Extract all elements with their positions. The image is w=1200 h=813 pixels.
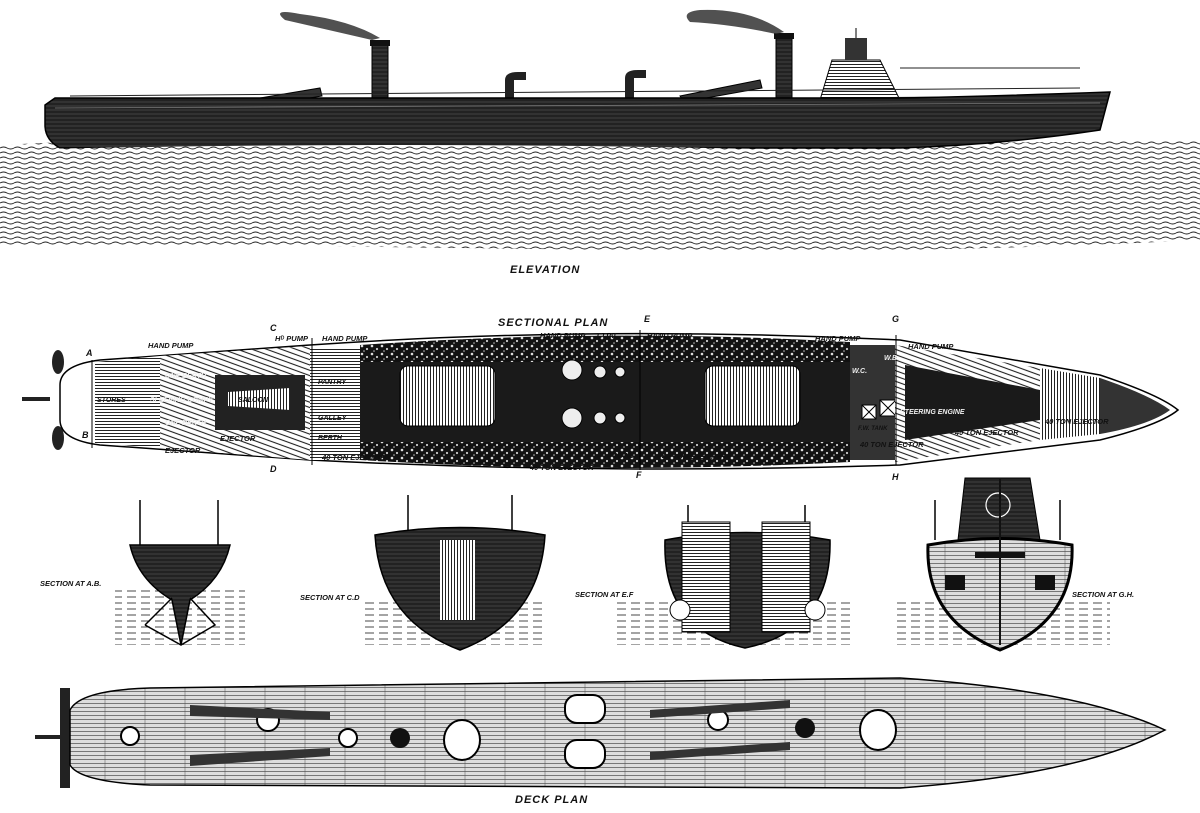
label-hand-pump: HAND PUMP <box>540 331 586 340</box>
fore-boiler <box>704 365 801 427</box>
elevation-caption: ELEVATION <box>510 264 580 276</box>
propellers <box>22 350 64 450</box>
label-fw-tank: F.W. TANK <box>858 426 888 432</box>
label-wb: W.B. <box>884 355 899 362</box>
label-one-berth: ONE BERTH <box>165 420 207 427</box>
label-40-ton-ejector: 40 TON EJECTOR <box>859 440 924 449</box>
fore-smoke <box>686 9 784 34</box>
cross-sections: SECTION AT A.B. SECTION AT C.D SECTION A… <box>40 477 1134 652</box>
deck-hull <box>69 677 1167 789</box>
aft-smoke <box>280 12 380 40</box>
letter-d: D <box>270 464 277 474</box>
label-40-ton-ejector: 40 TON EJECTOR <box>954 428 1019 437</box>
label-pantry: PANTRY <box>318 379 347 386</box>
fore-gun-deck <box>650 700 790 760</box>
section-ab: SECTION AT A.B. <box>40 500 245 646</box>
saloon <box>228 388 290 410</box>
letter-c: C <box>270 323 277 333</box>
rudder <box>60 688 70 788</box>
fore-funnel <box>775 35 793 105</box>
section-markers <box>91 330 897 470</box>
sea <box>0 135 1200 252</box>
hull <box>44 91 1111 149</box>
sectional-plan-view: SECTIONAL PLAN A B <box>22 314 1180 482</box>
label-hand-pump: HAND PUMP <box>148 341 194 350</box>
label-section-cd: SECTION AT C.D <box>300 593 360 602</box>
deck-plan-view: DECK PLAN <box>35 677 1167 806</box>
label-section-ab: SECTION AT A.B. <box>40 579 101 588</box>
label-hand-pump: HAND PUMP <box>322 334 368 343</box>
label-stores: STORES <box>97 397 126 404</box>
engines <box>561 359 626 429</box>
conning-tower <box>819 59 901 101</box>
label-h-pump: Hᴰ PUMP <box>275 334 309 343</box>
label-one-berth: ONE BERTH <box>165 373 207 380</box>
sectional-plan-caption: SECTIONAL PLAN <box>498 317 608 329</box>
ventilator <box>625 70 646 104</box>
label-galley: GALLEY <box>318 415 348 422</box>
label-ejector: EJECTOR <box>220 434 256 443</box>
letter-h: H <box>892 472 899 482</box>
letter-b: B <box>82 430 89 440</box>
label-hand-pump: HAND PUMP <box>908 342 954 351</box>
section-cd: SECTION AT C.D <box>300 495 546 651</box>
label-section-ef: SECTION AT E.F <box>575 590 634 599</box>
elevation-view: ELEVATION <box>0 9 1200 276</box>
label-section-gh: SECTION AT G.H. <box>1072 590 1134 599</box>
label-coal: COAL <box>612 451 634 460</box>
sea-foreground <box>0 145 1200 163</box>
label-sleeping-compy: SLEEPING COMPY <box>150 397 214 404</box>
letter-e: E <box>644 314 651 324</box>
label-40-ton-ejector: 40 TON EJECTOR <box>529 463 594 472</box>
section-ef: SECTION AT E.F <box>575 505 850 649</box>
label-coal: COAL <box>597 331 619 340</box>
label-hand-pump: HAND PUMP <box>815 334 861 343</box>
letter-a: A <box>85 348 93 358</box>
label-berth: BERTH <box>318 435 343 442</box>
letter-f: F <box>636 470 642 480</box>
label-40-ton-ejector: 40 TON EJECTOR <box>1044 417 1109 426</box>
aft-gun-deck <box>190 705 330 766</box>
label-hand-pump: HAND PUMP <box>647 331 693 340</box>
label-saloon: SALOON <box>238 397 269 404</box>
aft-boiler <box>399 365 496 427</box>
label-steering-engine: STEERING ENGINE <box>900 409 965 416</box>
deck-plan-caption: DECK PLAN <box>515 794 588 806</box>
label-wc: W.C. <box>852 368 867 375</box>
label-40-ton-ejector: 40 TON EJECTOR <box>321 453 386 462</box>
section-gh: SECTION AT G.H. <box>895 477 1134 652</box>
steering-wheel-icon <box>985 492 1011 518</box>
letter-g: G <box>892 314 899 324</box>
label-ejector: EJECTOR <box>165 446 201 455</box>
label-40-ton-ejector: 40 TON EJECTOR <box>661 452 726 461</box>
